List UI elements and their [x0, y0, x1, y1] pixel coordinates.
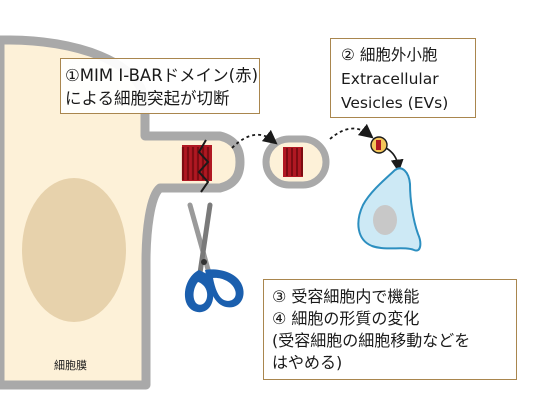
note-step2: ② 細胞外小胞 Extracellular Vesicles (EVs)	[330, 38, 476, 118]
donor-nucleus	[22, 178, 126, 322]
membrane-label: 細胞膜	[54, 359, 87, 372]
i-bar-domain-vesicle	[283, 147, 303, 177]
curved-arrow-icon	[385, 147, 404, 173]
note-step1-line1: ①MIM I-BARドメイン(赤)	[65, 66, 259, 85]
note-step2-line3: Vesicles (EVs)	[341, 94, 449, 112]
note-step4-detail-line1: (受容細胞の細胞移動などを	[272, 331, 471, 350]
note-step4-detail-line2: はやめる)	[272, 353, 343, 372]
note-step1: ①MIM I-BARドメイン(赤) による細胞突起が切断	[60, 58, 260, 114]
curved-arrow-icon	[231, 129, 278, 149]
note-step4-line: ④ 細胞の形質の変化	[272, 309, 420, 328]
cut-line	[197, 139, 210, 193]
note-step2-line1: ② 細胞外小胞	[341, 46, 438, 64]
extracellular-vesicle	[370, 136, 388, 154]
curved-arrow-icon	[329, 123, 374, 140]
note-step2-line2: Extracellular	[341, 70, 439, 88]
note-step3-line: ③ 受容細胞内で機能	[272, 287, 420, 306]
note-step34: ③ 受容細胞内で機能 ④ 細胞の形質の変化 (受容細胞の細胞移動などを はやめる…	[263, 279, 517, 380]
recipient-nucleus	[373, 205, 397, 235]
note-step1-line2: による細胞突起が切断	[65, 89, 230, 108]
scissors-icon	[184, 202, 244, 313]
